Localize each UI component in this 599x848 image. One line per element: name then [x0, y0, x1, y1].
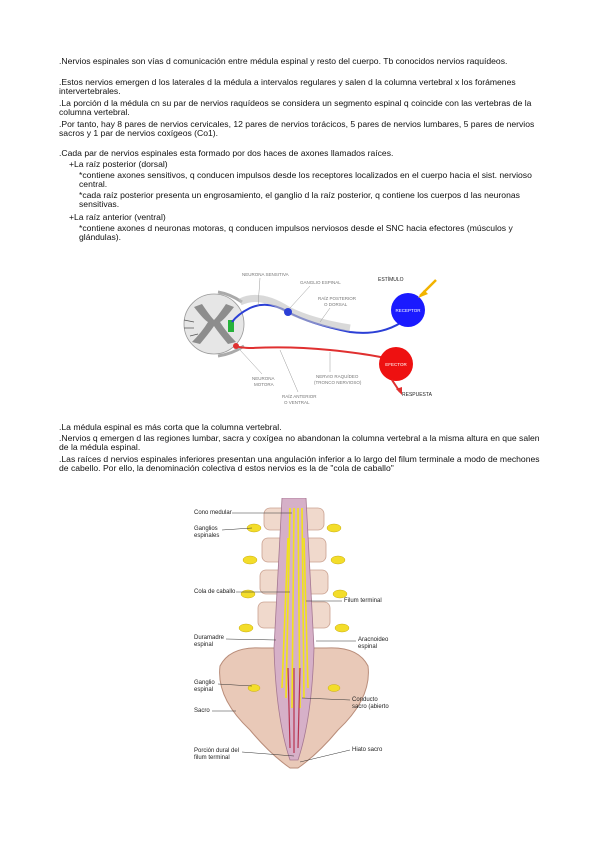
label-ganglia-2: espinales: [194, 533, 220, 539]
intro-paragraph-3: .La porción d la médula cn su par de ner…: [59, 98, 532, 118]
posterior-root-title: +La raíz posterior (dorsal): [69, 159, 168, 169]
label-cauda: Cola de caballo: [194, 589, 236, 595]
label-ganglion-2: espinal: [194, 687, 214, 693]
label-dura-1: Duramadre: [194, 635, 225, 641]
label-dural-filum-2: filum terminal: [194, 755, 230, 761]
roots-heading: .Cada par de nervios espinales esta form…: [59, 148, 394, 158]
label-ganglion-1: Ganglio: [194, 680, 215, 686]
motor-neuron-body: [233, 343, 239, 349]
posterior-root-item-2: *cada raíz posterior presenta un engrosa…: [79, 190, 520, 210]
label-filum: Filum terminal: [344, 598, 382, 604]
motor-neuron-label-2: MOTORA: [254, 382, 274, 387]
anterior-root-label: RAÍZ ANTERIOR: [282, 393, 317, 399]
label-dural-filum-1: Porción dural del: [194, 748, 240, 754]
receptor-label: RECEPTOR: [396, 308, 422, 313]
anterior-root-item-1: *contiene axones d neuronas motoras, q c…: [79, 223, 513, 243]
cauda-paragraph-1: .La médula espinal es más corta que la c…: [59, 422, 282, 432]
label-ganglia-1: Ganglios: [194, 526, 218, 532]
sacral-strands: [287, 667, 301, 753]
label-sacrum: Sacro: [194, 708, 210, 714]
spinal-nerve-label: NERVIO RAQUÍDEO: [316, 373, 359, 379]
spinal-ganglion-label: GANGLIO ESPINAL: [300, 280, 341, 285]
cauda-paragraph-2: .Nervios q emergen d las regiones lumbar…: [59, 433, 540, 453]
spinal-ganglion: [284, 308, 292, 316]
receptor-circle: [391, 293, 425, 327]
intro-paragraph-1: .Nervios espinales son vías d comunicaci…: [59, 56, 508, 66]
label-arachnoid-1: Aracnoideo: [358, 637, 389, 643]
effector-circle: [379, 347, 413, 381]
cauda-paragraph-3: .Las raíces d nervios espinales inferior…: [59, 454, 540, 474]
stimulus-label: ESTÍMULO: [378, 276, 404, 283]
reflex-arc-diagram: RECEPTOR EFECTOR ESTÍMULO RESPUESTA NEUR…: [183, 272, 437, 405]
motor-neuron-label: NEURONA: [252, 376, 275, 381]
anterior-root-title: +La raíz anterior (ventral): [69, 212, 166, 222]
intro-paragraph-2: .Estos nervios emergen d los laterales d…: [59, 77, 516, 97]
posterior-root-label-2: O DORSAL: [324, 302, 348, 307]
label-medullary-cone: Cono medular: [194, 510, 232, 516]
anterior-root-label-2: O VENTRAL: [284, 400, 310, 405]
intro-paragraph-4: .Por tanto, hay 8 pares de nervios cervi…: [59, 119, 535, 139]
label-hiatus: Hiato sacro: [352, 747, 383, 753]
label-dura-2: espinal: [194, 642, 214, 648]
spinal-nerve-label-2: (TRONCO NERVIOSO): [314, 380, 362, 385]
label-arachnoid-2: espinal: [358, 644, 378, 650]
sensory-neuron-label: NEURONA SENSITIVA: [242, 272, 289, 277]
label-sacral-canal-1: Conducto: [352, 697, 378, 703]
label-sacral-canal-2: sacro (abierto: [352, 704, 389, 710]
motor-pathway: [235, 345, 395, 361]
cauda-equina-diagram: [219, 498, 369, 769]
posterior-root-label: RAÍZ POSTERIOR: [318, 295, 357, 301]
effector-label: EFECTOR: [385, 362, 407, 367]
posterior-root-item-1: *contiene axones sensitivos, q conducen …: [79, 170, 532, 190]
interneuron: [228, 320, 234, 332]
response-label: RESPUESTA: [402, 392, 433, 398]
